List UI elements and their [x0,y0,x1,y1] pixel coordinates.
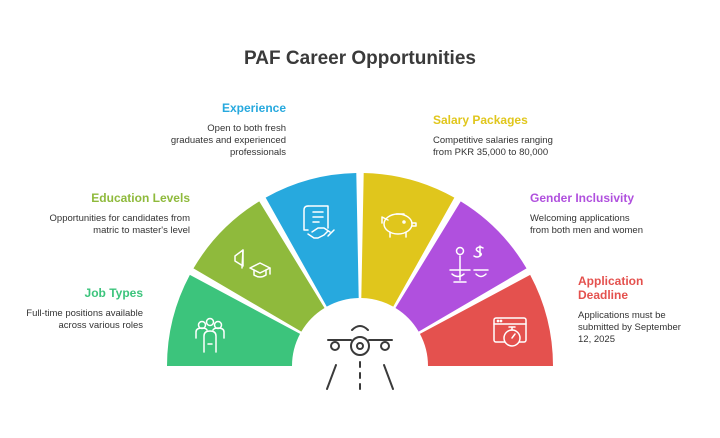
label-gender-inclusivity: Gender Inclusivity Welcoming application… [530,191,650,237]
wedge-exp [265,173,359,307]
desc-education-levels: Opportunities for candidates from matric… [49,213,190,236]
label-job-types: Job Types Full-time positions available … [20,286,143,332]
heading-experience: Experience [221,101,286,115]
desc-application-deadline: Applications must be submitted by Septem… [578,310,681,345]
wedge-sal [361,173,455,307]
label-experience: Experience Open to both fresh graduates … [170,101,286,159]
certificate-handshake-icon [303,205,335,239]
wedge-gen [395,201,527,332]
heading-job-types: Job Types [84,286,143,300]
balance-scale-icon [449,245,489,283]
heading-salary-packages: Salary Packages [433,113,528,127]
label-education-levels: Education Levels Opportunities for candi… [40,191,190,237]
graduation-cap-icon [234,249,271,278]
heading-gender-inclusivity: Gender Inclusivity [530,191,635,205]
wedge-app [419,274,553,366]
stopwatch-window-icon [493,317,527,347]
desc-salary-packages: Competitive salaries ranging from PKR 35… [433,135,553,158]
desc-experience: Open to both fresh graduates and experie… [170,123,286,158]
desc-job-types: Full-time positions available across var… [26,308,143,331]
heading-education-levels: Education Levels [91,191,190,205]
piggy-bank-icon [381,213,417,238]
wedge-edu [193,201,325,332]
wedge-job [167,274,301,366]
label-salary-packages: Salary Packages Competitive salaries ran… [433,113,563,159]
label-application-deadline: Application Deadline Applications must b… [578,274,688,346]
people-group-icon [195,317,225,353]
page-title: PAF Career Opportunities [244,48,476,69]
airplane-runway-icon [326,325,394,390]
heading-application-deadline: Application Deadline [578,274,644,302]
desc-gender-inclusivity: Welcoming applications from both men and… [530,213,644,236]
